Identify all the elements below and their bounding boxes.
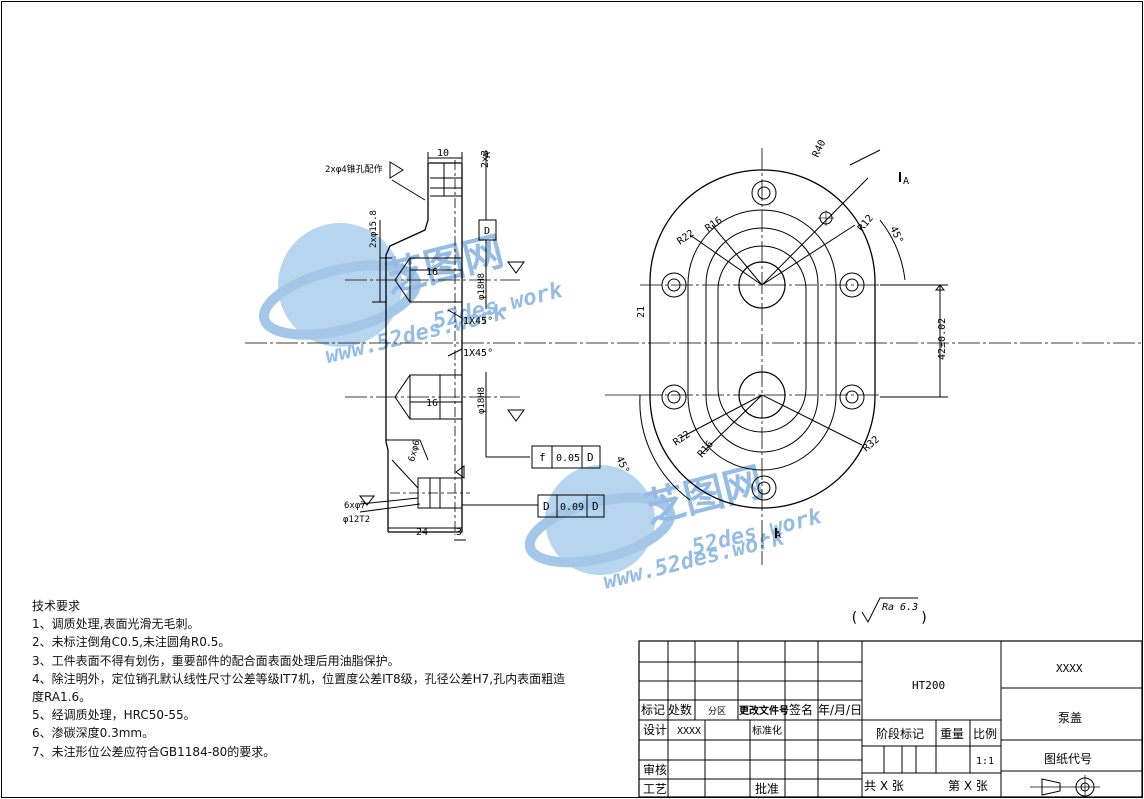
note-line-5: 5、经调质处理，HRC50-55。 [32, 708, 196, 723]
dim-r12-top: R12 [856, 213, 876, 234]
dim-6x7: 6xφ7 [344, 501, 366, 511]
hole-note: 2xφ4锥孔配作 [325, 163, 383, 175]
tb-drawing-no: 图纸代号 [1044, 752, 1092, 766]
datum-d-label: D [484, 226, 490, 237]
tol2-datum: D [592, 500, 599, 513]
note-line-3: 3、工件表面不得有划伤，重要部件的配合面表面处理后用油脂保护。 [32, 653, 400, 668]
watermark-globe-icon [278, 223, 402, 347]
dim-6x6: 6xφ6 [407, 439, 422, 463]
dim-24: 24 [416, 527, 428, 538]
tb-scale: 比例 [973, 727, 997, 741]
projection-symbol-icon [1030, 775, 1100, 797]
chamfer-bottom: 1X45° [463, 348, 493, 359]
tol2-symbol: D [543, 500, 550, 513]
front-view [605, 148, 948, 565]
dim-21: 21 [636, 306, 647, 318]
dim-16-top: 16 [426, 267, 438, 278]
dim-42: 42±0.02 [937, 318, 948, 360]
tb-date: 年/月/日 [818, 703, 862, 717]
dim-r22-bottom: R22 [671, 429, 692, 448]
tol1-symbol: f [539, 451, 546, 464]
note-line-7: 7、未注形位公差应符合GB1184-80的要求。 [32, 744, 276, 759]
tb-count: 处数 [668, 702, 692, 717]
tol2-value: 0.09 [560, 502, 584, 513]
dim-18-bottom: φ18H8 [477, 387, 487, 414]
tol1-datum: D [587, 451, 594, 464]
tb-sign: 签名 [789, 702, 813, 717]
section-a-top: A [903, 176, 909, 187]
tb-part-name: 泵盖 [1058, 711, 1082, 725]
watermark-left: 芝图网 52des.work www.52des.work [258, 223, 566, 369]
tolerance-frame-2 [462, 494, 605, 518]
note-line-2: 2、未标注倒角C0.5,未注圆角R0.5。 [32, 635, 231, 650]
tolerance-frame-1 [531, 445, 601, 469]
tb-design: 设计 [643, 723, 667, 737]
section-outline [385, 162, 463, 533]
front-view-labels: R40 R16 R22 R12 45° 21 42±0.02 R22 R16 R… [613, 138, 948, 541]
tb-scale-value: 1:1 [976, 756, 994, 767]
dim-r40: R40 [811, 138, 829, 159]
dim-r22-top: R22 [675, 228, 696, 247]
roughness-symbol: ( Ra 6.3 ) [850, 597, 928, 626]
tb-process: 工艺 [643, 782, 667, 796]
roughness-open: ( [850, 610, 858, 626]
dim-a-mark: A [482, 152, 493, 158]
dim-18-top: φ18H8 [477, 273, 487, 300]
note-line-4: 4、除注明外，定位销孔默认线性尺寸公差等级IT7机，位置度公差IT8级，孔径公差… [32, 671, 566, 705]
tol1-value: 0.05 [556, 453, 580, 464]
technical-requirements: 技术要求 1、调质处理,表面光滑无毛刺。 2、未标注倒角C0.5,未注圆角R0.… [32, 597, 572, 761]
tb-stage-mark: 阶段标记 [876, 726, 924, 741]
title-block [638, 640, 1143, 798]
title-block-labels: 标记 处数 分区 更改文件号 签名 年/月/日 设计 XXXX 标准化 审核 工… [641, 662, 1092, 796]
chamfer-top: 1X45° [463, 316, 493, 327]
dim-3: 3 [456, 527, 462, 538]
watermark-right: 芝图网 52des.work www.52des.work [524, 459, 825, 595]
tb-approve: 批准 [755, 781, 779, 796]
dim-r16-top: R16 [703, 215, 724, 234]
roughness-close: ) [920, 610, 928, 626]
section-view-labels: 10 2x3 A 2xφ4锥孔配作 2xφ15.8 16 φ18H8 1X45°… [325, 148, 493, 538]
tb-standard: 标准化 [752, 724, 782, 737]
tb-mark: 标记 [641, 703, 665, 717]
tb-designer: XXXX [677, 726, 701, 737]
tb-total: 共 X 张 [864, 779, 904, 793]
tb-company: XXXX [1056, 662, 1083, 675]
dim-16-bottom: 16 [426, 398, 438, 409]
tb-material: HT200 [912, 679, 945, 692]
note-line-1: 1、调质处理,表面光滑无毛刺。 [32, 617, 200, 632]
dim-slot: 2x3 [480, 150, 491, 168]
tb-review: 审核 [643, 762, 667, 777]
tb-weight: 重量 [940, 727, 964, 741]
notes-title: 技术要求 [32, 599, 81, 613]
section-a-bottom: A [775, 530, 781, 541]
dim-12: φ12T2 [343, 515, 370, 525]
dim-2x158: 2xφ15.8 [369, 210, 379, 248]
dim-10: 10 [437, 148, 449, 159]
note-line-6: 6、渗碳深度0.3mm。 [32, 726, 155, 741]
dim-r32-bottom: R32 [861, 434, 882, 454]
outer-profile [649, 169, 876, 509]
tb-zone: 分区 [708, 706, 726, 717]
tb-sheet-no: 第 X 张 [948, 779, 988, 793]
section-view [245, 150, 1142, 541]
roughness-label: Ra 6.3 [882, 602, 918, 613]
tb-change-doc: 更改文件号 [739, 704, 789, 717]
